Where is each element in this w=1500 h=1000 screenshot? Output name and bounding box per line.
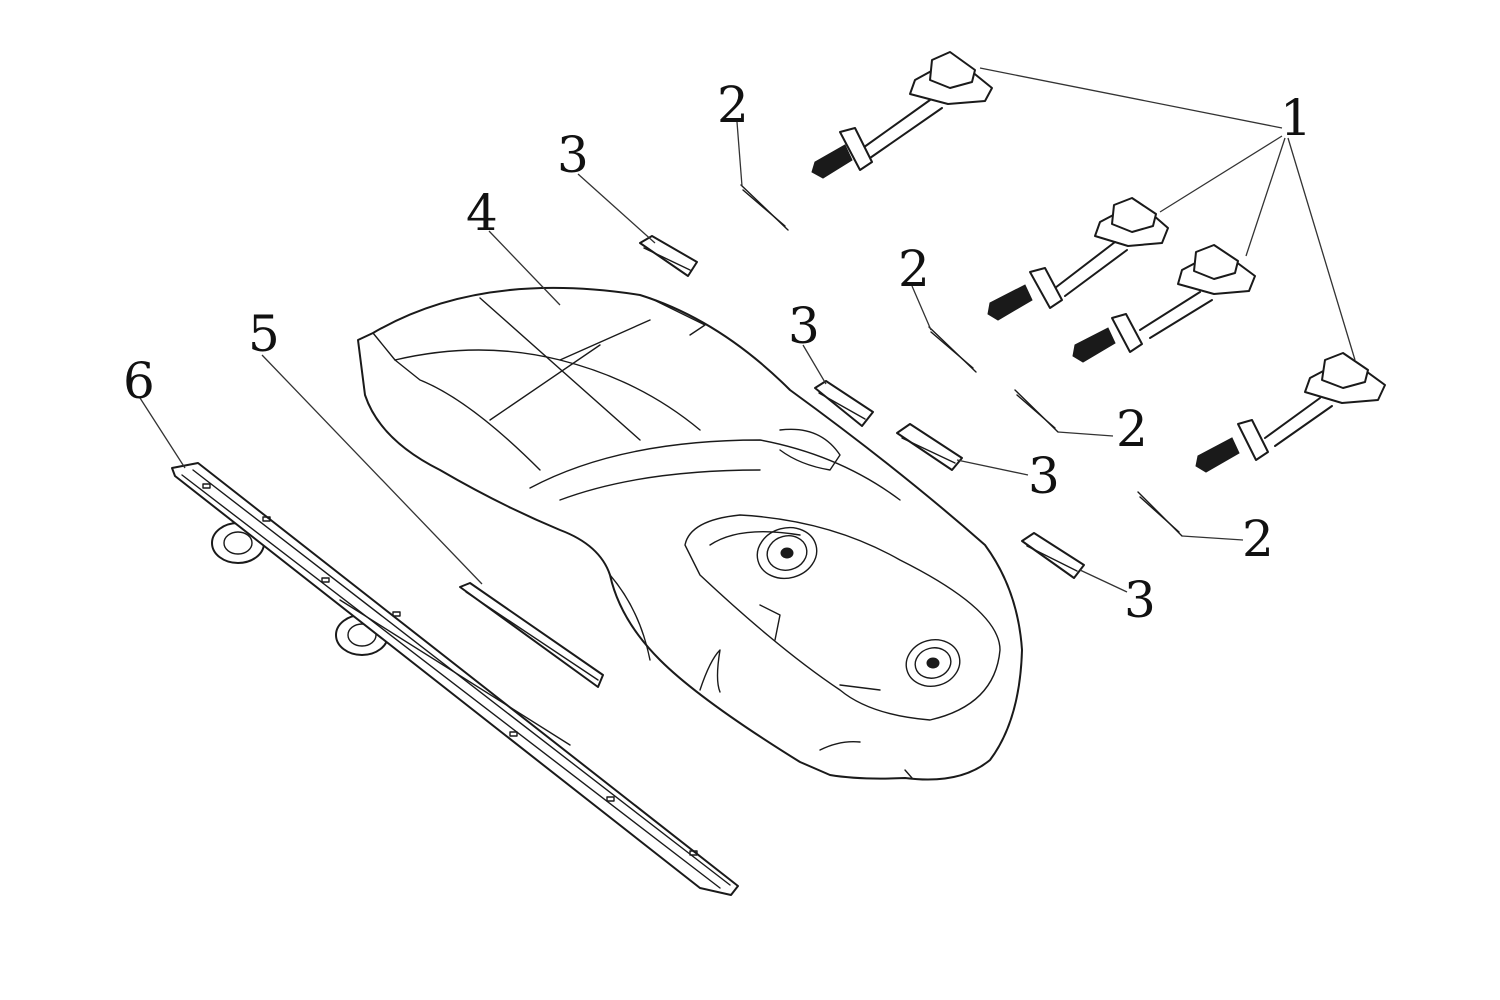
pad-3a: [639, 235, 698, 277]
callout-2d: 2: [1242, 510, 1274, 568]
callout-1: 1: [1280, 89, 1312, 147]
bolt-1d: [1195, 352, 1386, 473]
part-6-rail: [171, 462, 739, 896]
callout-2b: 2: [898, 240, 930, 298]
part-4-cover: [357, 286, 1023, 781]
callout-5: 5: [248, 305, 280, 363]
callout-2a: 2: [717, 76, 749, 134]
callout-4: 4: [466, 184, 498, 242]
bolt-1b: [987, 197, 1169, 321]
pad-3b: [814, 380, 874, 427]
leader-lines: [139, 67, 1356, 593]
bolt-1c: [1072, 244, 1256, 363]
callout-3a: 3: [557, 126, 589, 184]
callout-3d: 3: [1124, 571, 1156, 629]
pad-3d: [1021, 532, 1085, 579]
callout-2c: 2: [1116, 400, 1148, 458]
part-1-bolts: [811, 51, 1386, 473]
callout-3b: 3: [788, 297, 820, 355]
pad-3c: [896, 423, 963, 471]
callout-6: 6: [123, 352, 155, 410]
part-3-pads: [639, 235, 1085, 579]
bolt-1a: [811, 51, 993, 179]
callout-labels: 1 2 2 2 2 3 3 3 3 4 5 6: [123, 76, 1312, 629]
part-2-pins: [740, 184, 1183, 537]
callout-3c: 3: [1028, 447, 1060, 505]
part-5-strip: [459, 582, 604, 688]
